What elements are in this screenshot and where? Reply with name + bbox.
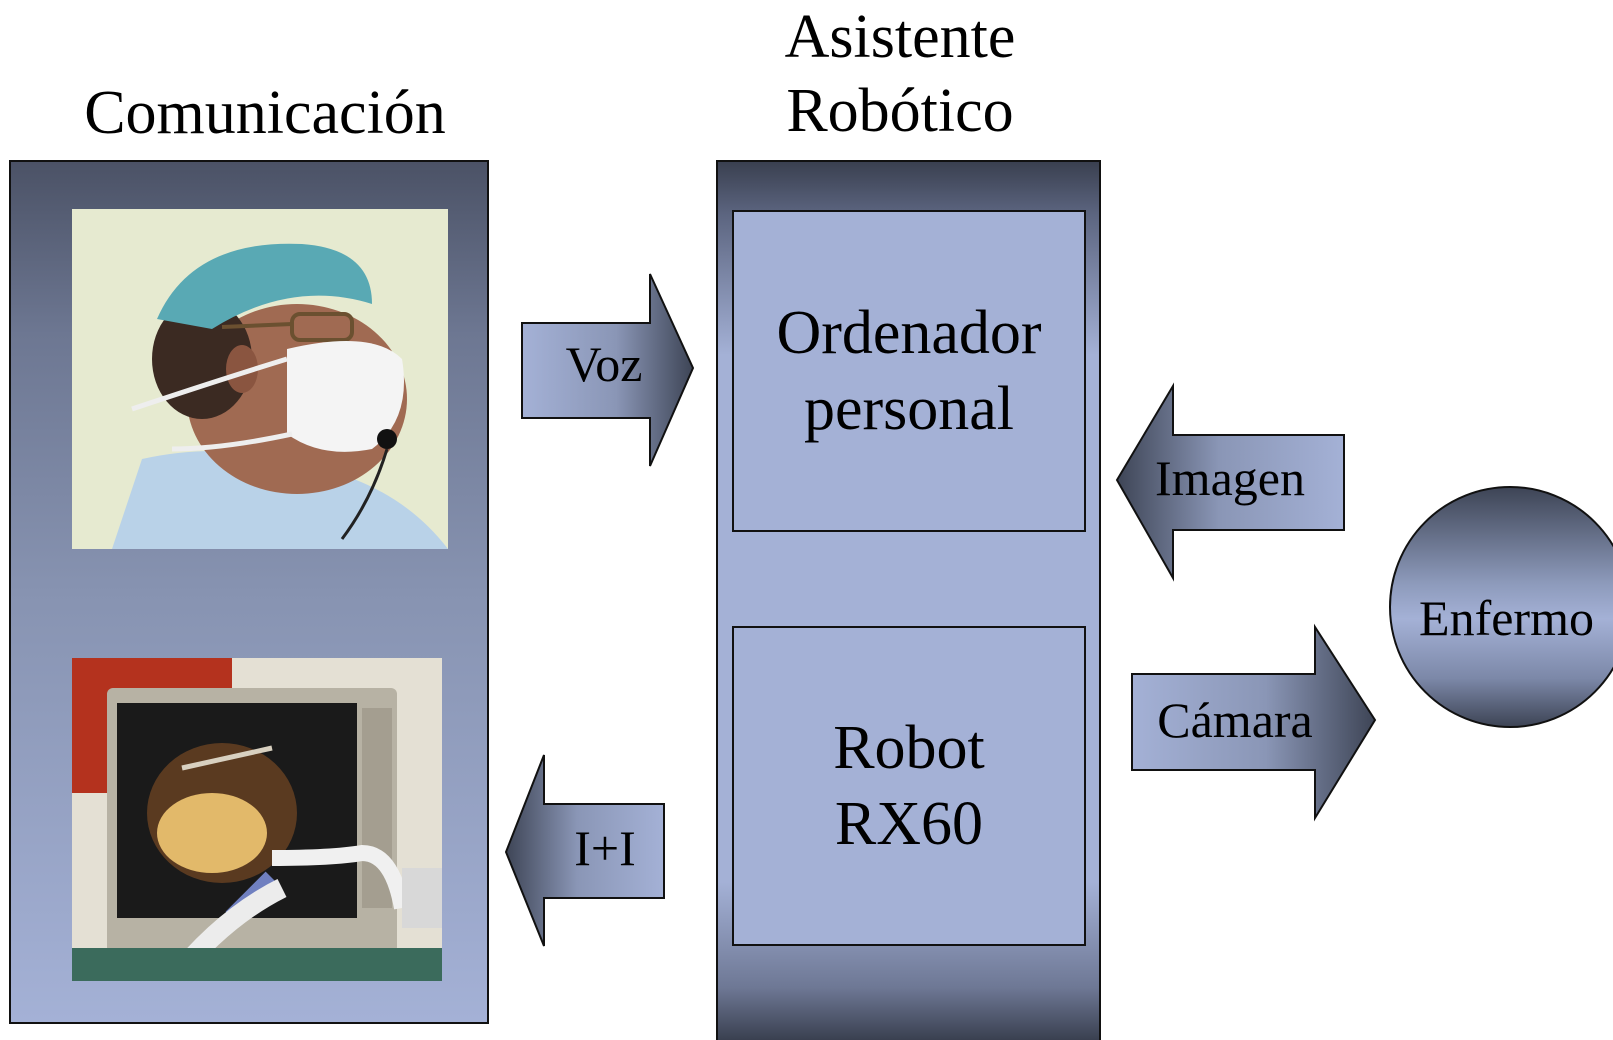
title-asistente-line1: Asistente bbox=[784, 3, 1016, 71]
surgeon-photo bbox=[72, 209, 448, 549]
pc-label-line2: personal bbox=[803, 375, 1015, 443]
arrow-label-ii: I+I bbox=[574, 820, 636, 876]
monitor-photo bbox=[72, 658, 442, 981]
title-asistente-line2: Robótico bbox=[786, 77, 1014, 145]
arrow-label-voz: Voz bbox=[565, 336, 643, 392]
arrow-camara bbox=[1131, 623, 1377, 822]
personal-computer-box: Ordenador personal bbox=[732, 210, 1086, 532]
arrow-voz bbox=[521, 273, 695, 467]
arrow-ii bbox=[504, 754, 665, 947]
patient-circle bbox=[1389, 486, 1613, 728]
robot-label-line2: RX60 bbox=[834, 790, 984, 858]
patient-label: Enfermo bbox=[1419, 590, 1594, 646]
arrow-imagen bbox=[1115, 382, 1345, 582]
robot-label-line1: Robot bbox=[833, 714, 985, 782]
arrow-label-camara: Cámara bbox=[1157, 692, 1313, 748]
title-asistente-robotico: Asistente Robótico bbox=[700, 0, 1100, 148]
arrow-label-imagen: Imagen bbox=[1155, 450, 1305, 506]
title-comunicacion: Comunicación bbox=[84, 79, 446, 147]
robot-box: Robot RX60 bbox=[732, 626, 1086, 946]
pc-label-line1: Ordenador bbox=[776, 299, 1042, 367]
